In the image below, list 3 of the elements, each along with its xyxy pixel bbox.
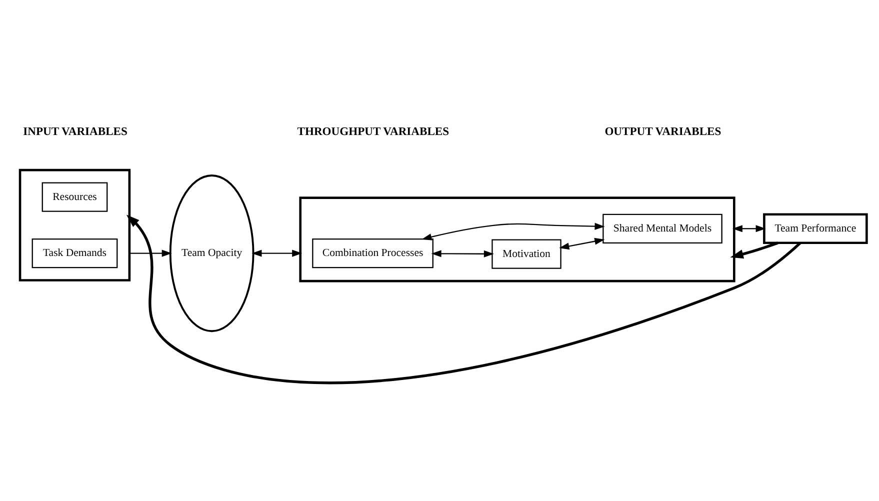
label: THROUGHPUT VARIABLES <box>297 126 450 138</box>
label: INPUT VARIABLES <box>23 126 128 138</box>
label: OUTPUT VARIABLES <box>604 126 722 138</box>
